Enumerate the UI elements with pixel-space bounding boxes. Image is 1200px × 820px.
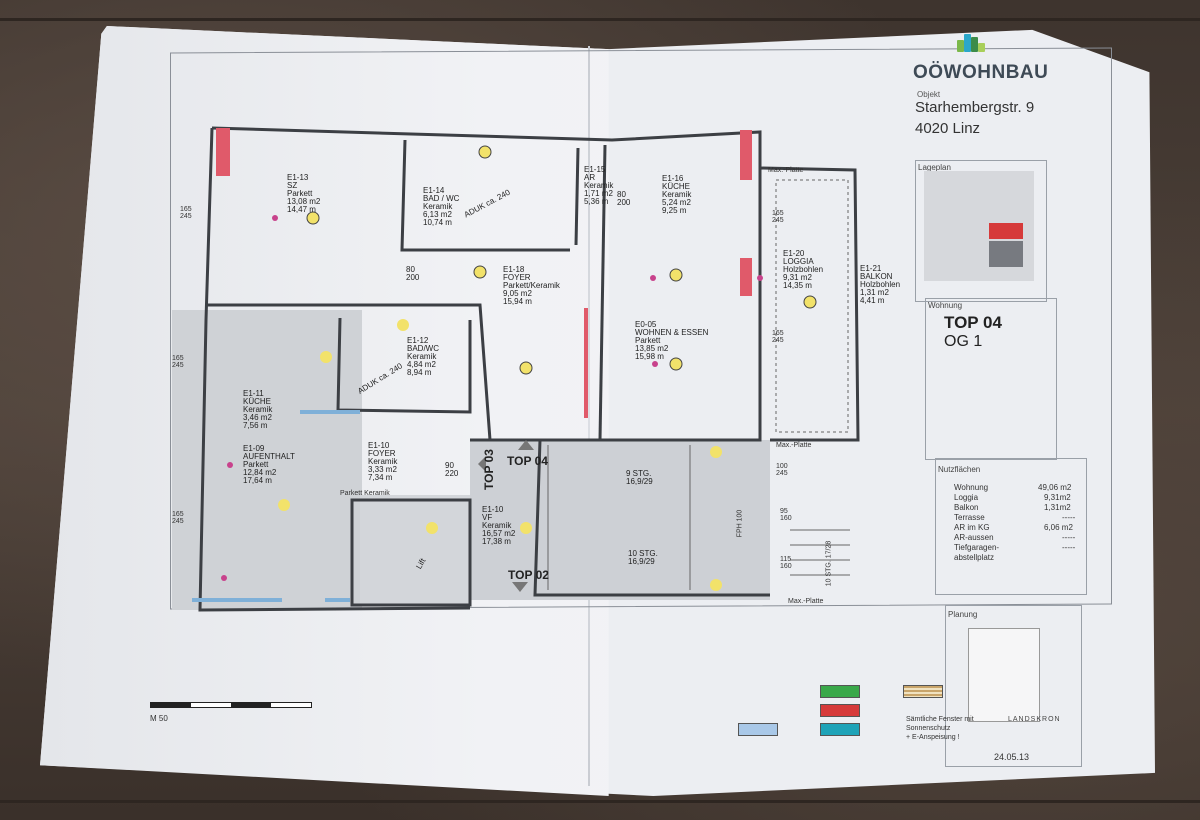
area-value: -----	[1062, 513, 1076, 522]
legend-swatch-hatch	[903, 685, 943, 698]
stair-lines	[547, 445, 850, 590]
apartment-floor: OG 1	[944, 333, 983, 350]
top-markers	[478, 440, 534, 592]
apartment-label: Wohnung	[928, 301, 963, 310]
legend-swatch-teal	[820, 723, 860, 736]
area-row: Tiefgaragen-	[954, 543, 1000, 552]
scale-bar	[150, 702, 312, 708]
area-row: Terrasse	[954, 513, 985, 522]
max-platte-label: Max.-Platte	[788, 598, 824, 605]
area-value: -----	[1062, 533, 1076, 542]
area-value: 9,31m2	[1044, 493, 1071, 502]
couch-seam	[0, 800, 1200, 803]
max-platte-label: Max.-Platte	[768, 167, 804, 174]
paper-fold	[588, 46, 590, 786]
fph-label: FPH 100	[736, 509, 744, 538]
site-plan-box: Lageplan	[915, 160, 1047, 302]
area-value: 49,06 m2	[1038, 483, 1072, 492]
area-row: Balkon	[954, 503, 979, 512]
plan-date: 24.05.13	[994, 752, 1030, 762]
logo-bar	[971, 37, 978, 52]
area-row: Loggia	[954, 493, 979, 502]
stairs-label-2: 10 STG.16,9/29	[628, 549, 658, 566]
max-platte-label: Max.-Platte	[776, 442, 812, 449]
apartment-box: Wohnung TOP 04 OG 1	[925, 298, 1057, 460]
grey-units	[172, 310, 770, 610]
couch-seam	[0, 18, 1200, 21]
blue-counters	[192, 410, 360, 602]
architect-stamp	[968, 628, 1040, 722]
side-stair-label: 10 STG. 17/28	[825, 540, 833, 587]
site-plan-map	[924, 171, 1034, 281]
red-walls	[216, 128, 752, 418]
site-plan-highlight	[989, 223, 1023, 239]
legend-swatch-green	[820, 685, 860, 698]
legend-swatch-blue	[738, 723, 778, 736]
site-plan-building	[989, 241, 1023, 267]
area-row: AR im KG	[954, 523, 990, 532]
stairs-label-1: 9 STG.16,9/29	[626, 469, 653, 486]
area-row: AR-aussen	[954, 533, 994, 542]
area-value: 6,06 m2	[1044, 523, 1073, 532]
usable-area-label: Nutzflächen	[938, 465, 981, 474]
top02-label: TOP 02	[508, 568, 549, 582]
logo-bar	[964, 34, 971, 52]
planning-label: Planung	[948, 610, 978, 619]
legend-swatch-red	[820, 704, 860, 717]
logo-bar	[978, 43, 985, 52]
balcony-hatch	[775, 179, 849, 433]
architect-name: LANDSKRON	[1008, 716, 1061, 723]
usable-area-box: Nutzflächen Wohnung 49,06 m2 Loggia 9,31…	[935, 458, 1087, 595]
walls	[198, 126, 860, 612]
floor-transition-label: Parkett Keramik	[340, 490, 390, 497]
top03-label: TOP 03	[482, 449, 496, 490]
scale-label: M 50	[150, 714, 168, 723]
area-row: Wohnung	[954, 483, 989, 492]
planning-box: Planung	[945, 605, 1082, 767]
area-row: abstellplatz	[954, 553, 995, 562]
light-fixtures	[221, 145, 817, 591]
object-address-street: Starhembergstr. 9	[915, 99, 1035, 116]
brand-name: OÖWOHNBAU	[913, 62, 1049, 83]
area-value: 1,31m2	[1044, 503, 1071, 512]
area-value: -----	[1062, 543, 1076, 552]
top04-label: TOP 04	[507, 454, 548, 468]
apartment-number: TOP 04	[944, 313, 1002, 332]
logo-bar	[957, 40, 964, 52]
site-plan-label: Lageplan	[918, 163, 951, 172]
brand-logo	[957, 32, 985, 52]
object-address-city: 4020 Linz	[915, 120, 981, 137]
object-label: Objekt	[917, 90, 941, 99]
